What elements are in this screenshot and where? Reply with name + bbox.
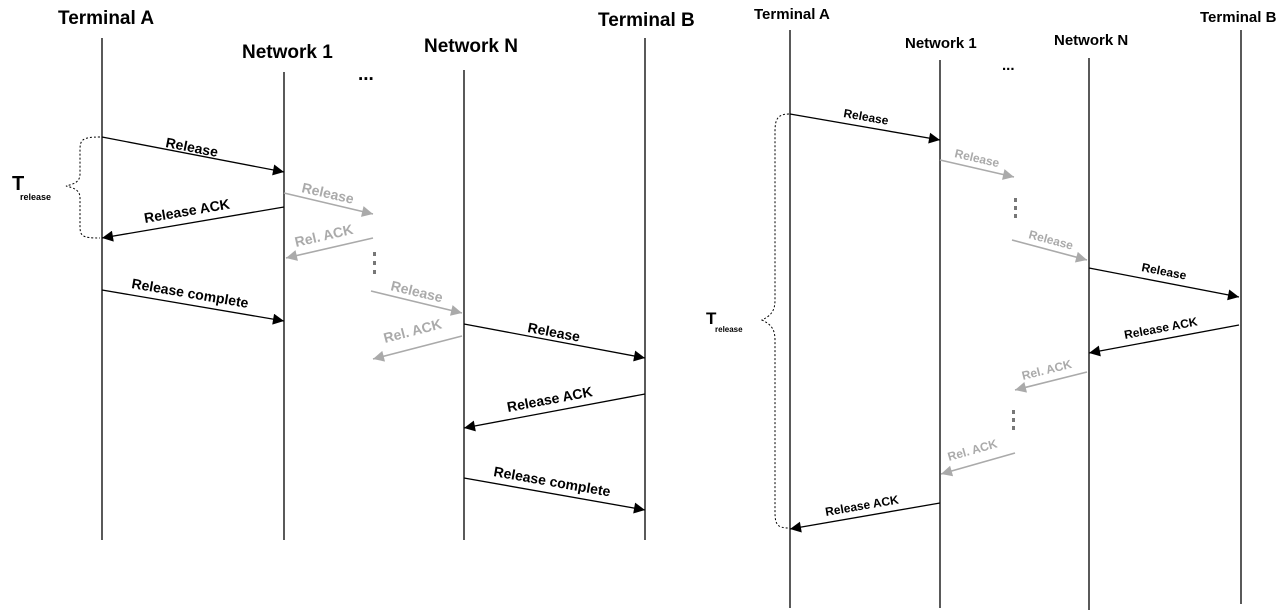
right-network-n-header: Network N (1054, 32, 1128, 49)
left-rel-ack-gray-arrow-1 (285, 237, 374, 261)
right-release-ack-label-1: Release ACK (1123, 314, 1199, 341)
left-release-gray-arrow-2 (370, 290, 463, 316)
left-timer-label: T (12, 173, 24, 195)
left-timer-brace (65, 136, 101, 239)
left-release-ack-label-1: Release ACK (143, 196, 231, 226)
right-timer-label: T (706, 309, 717, 328)
left-vertical-ellipsis (373, 252, 376, 274)
right-release-gray-label-2: Release (1027, 227, 1075, 252)
right-terminal-a-header: Terminal A (754, 6, 830, 23)
left-terminal-b-header: Terminal B (598, 10, 695, 31)
left-terminal-a-header: Terminal A (58, 8, 154, 29)
left-ellipsis: ... (358, 64, 374, 85)
right-network-1-header: Network 1 (905, 35, 977, 52)
left-release-complete-arrow-1 (101, 289, 285, 325)
left-release-ack-label-2: Release ACK (506, 383, 594, 415)
right-rel-ack-gray-arrow-1 (1014, 371, 1088, 393)
left-release-label-1: Release (164, 134, 219, 160)
right-timer-brace (760, 113, 790, 529)
left-release-complete-arrow-2 (463, 477, 646, 514)
right-vertical-ellipsis-1 (1014, 198, 1017, 218)
right-release-gray-arrow-1 (939, 159, 1015, 180)
right-ellipsis: ... (1002, 57, 1015, 74)
right-release-arrow-2 (1088, 267, 1240, 301)
right-rel-ack-gray-label-1: Rel. ACK (1020, 357, 1073, 383)
left-diagram: Terminal A Network 1 ... Network N Termi… (12, 8, 695, 540)
right-release-arrow-1 (789, 113, 941, 144)
right-timer-subscript: release (715, 325, 743, 334)
left-release-gray-label-2: Release (389, 277, 444, 305)
right-release-ack-arrow-2 (789, 502, 941, 533)
left-release-arrow-1 (101, 136, 285, 176)
right-vertical-ellipsis-2 (1012, 410, 1015, 430)
left-timer-subscript: release (20, 192, 51, 202)
left-rel-ack-gray-arrow-2 (372, 335, 463, 362)
left-network-1-header: Network 1 (242, 42, 333, 63)
right-release-gray-arrow-2 (1011, 239, 1088, 263)
right-rel-ack-gray-arrow-2 (940, 452, 1016, 477)
left-rel-ack-gray-label-1: Rel. ACK (293, 221, 354, 250)
right-diagram: Terminal A Network 1 ... Network N Termi… (706, 6, 1277, 610)
right-release-gray-label-1: Release (953, 146, 1001, 170)
right-release-ack-label-2: Release ACK (824, 492, 900, 518)
left-release-gray-arrow-1 (283, 192, 374, 217)
right-terminal-b-header: Terminal B (1200, 9, 1277, 26)
left-release-arrow-2 (463, 323, 646, 362)
left-rel-ack-gray-label-2: Rel. ACK (382, 316, 444, 346)
right-release-ack-arrow-1 (1088, 324, 1240, 357)
left-release-ack-arrow-1 (101, 206, 285, 242)
left-release-ack-arrow-2 (463, 393, 646, 432)
left-network-n-header: Network N (424, 36, 518, 57)
